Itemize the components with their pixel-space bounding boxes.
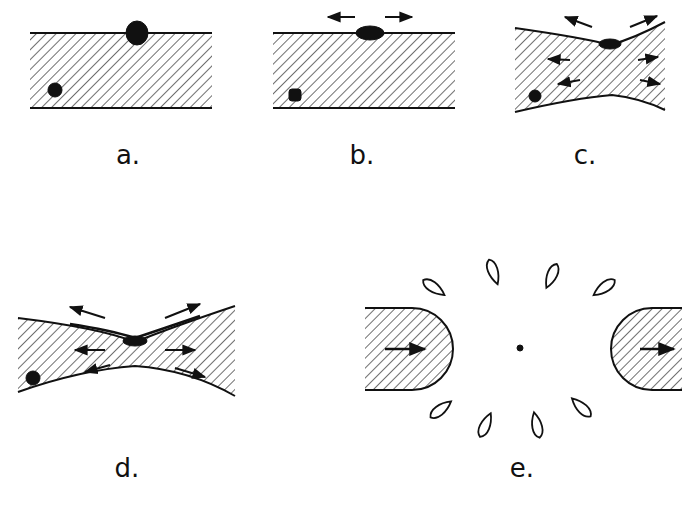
motion-arrow (565, 17, 592, 27)
particle (126, 21, 148, 45)
particle (529, 90, 541, 102)
droplet (569, 395, 594, 420)
film-surface (18, 366, 235, 396)
droplet (591, 276, 618, 299)
droplet (428, 398, 455, 422)
droplet (420, 276, 447, 299)
film (273, 33, 455, 108)
flow-arrow (640, 80, 660, 84)
droplet (484, 258, 502, 286)
flow-arrow (638, 57, 658, 60)
droplet (542, 262, 561, 290)
droplet (476, 411, 496, 439)
particle (517, 345, 523, 351)
flow-arrow (175, 368, 205, 377)
film (30, 33, 212, 108)
film (515, 22, 665, 112)
flow-arrow (75, 349, 105, 351)
flow-arrow (85, 365, 110, 372)
flow-arrow (548, 59, 570, 60)
retraction-arrow (640, 348, 674, 351)
flow-arrow (165, 349, 195, 351)
particle (356, 26, 384, 40)
particle (48, 83, 62, 97)
flow-arrow (558, 80, 580, 84)
particle (26, 371, 40, 385)
film-surface (30, 107, 212, 109)
retracting-rim (365, 308, 453, 390)
panel-label: e. (510, 455, 534, 481)
film-surface (273, 107, 455, 109)
particle (123, 336, 147, 346)
droplet (529, 411, 544, 438)
motion-arrow (630, 16, 657, 27)
panel-label: c. (574, 142, 597, 168)
panel-label: b. (350, 142, 375, 168)
thinned-lamella (70, 316, 200, 338)
film-surface (30, 32, 212, 34)
panel-label: d. (115, 455, 140, 481)
motion-arrow (165, 304, 200, 318)
retraction-arrow (385, 348, 425, 351)
motion-arrow (328, 16, 355, 18)
particle (599, 39, 621, 49)
motion-arrow (70, 307, 105, 318)
film (18, 306, 235, 396)
film-surface (18, 306, 235, 342)
panel-label: a. (116, 142, 140, 168)
retracting-rim (611, 308, 682, 390)
motion-arrow (385, 16, 412, 18)
particle (289, 89, 301, 101)
